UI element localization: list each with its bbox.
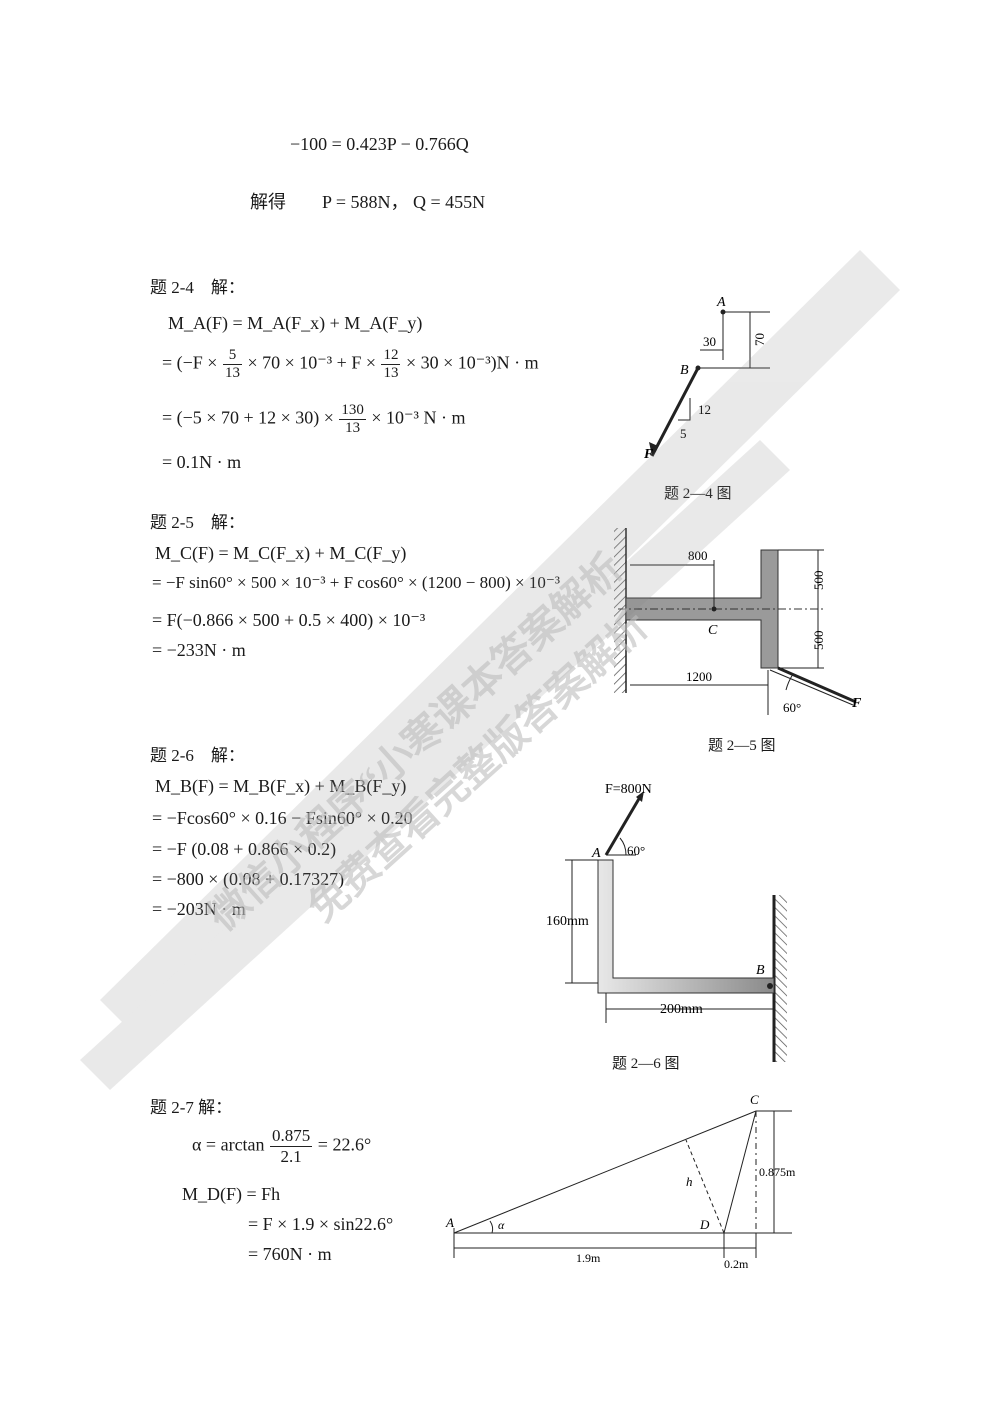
equation-line: = F(−0.866 × 500 + 0.5 × 400) × 10⁻³: [152, 610, 426, 630]
problem-heading: 题 2-7 解：: [150, 1098, 233, 1117]
equation-part: × 30 × 10⁻³)N · m: [405, 352, 539, 373]
equation-part: = 22.6°: [317, 1134, 372, 1155]
angle-label: α: [498, 1218, 505, 1232]
dimension-label: 200mm: [660, 1002, 703, 1017]
equation-part: × 70 × 10⁻³ + F ×: [247, 352, 376, 373]
point-label: A: [591, 846, 601, 861]
dimension-label: 12: [698, 402, 711, 417]
point-label: D: [699, 1217, 710, 1232]
problem-heading: 题 2-4 解：: [150, 278, 245, 297]
figure-caption: 题 2—4 图: [664, 486, 732, 502]
equation-line: = −203N · m: [152, 899, 246, 919]
fraction-numerator: 5: [222, 347, 242, 365]
figure-2-4: A B F 30 70 12 5: [643, 295, 770, 462]
equation-line: M_D(F) = Fh: [182, 1184, 281, 1204]
dimension-label: 5: [680, 426, 687, 441]
force-label: F: [643, 447, 654, 462]
fraction-denominator: 13: [224, 365, 240, 381]
dimension-label: 30: [703, 334, 716, 349]
fraction-denominator: 13: [383, 365, 399, 381]
solve-label: 解得: [250, 192, 286, 212]
dimension-label: 0.2m: [724, 1257, 749, 1271]
equation-part: × 10⁻³ N · m: [371, 407, 466, 428]
fraction-denominator: 2.1: [280, 1147, 302, 1166]
point-label: B: [756, 963, 765, 978]
angle-label: 60°: [783, 700, 801, 715]
force-label: F=800N: [605, 782, 652, 797]
dimension-label: 70: [752, 333, 767, 346]
figure-caption: 题 2—6 图: [612, 1056, 680, 1072]
equation-line: M_B(F) = M_B(F_x) + M_B(F_y): [155, 776, 407, 796]
dimension-label: 160mm: [546, 914, 589, 929]
point-label: C: [708, 623, 718, 638]
point-label: A: [445, 1215, 454, 1230]
solve-result: P = 588N， Q = 455N: [322, 192, 486, 212]
equation-part: = (−5 × 70 + 12 × 30) ×: [162, 407, 334, 428]
equation-line: = 760N · m: [248, 1244, 332, 1264]
figure-2-7: A α D C h 1.9m 0.2m 0.875m: [445, 1092, 796, 1271]
equation-line: = −Fcos60° × 0.16 − Fsin60° × 0.20: [152, 808, 413, 828]
equation-line: M_C(F) = M_C(F_x) + M_C(F_y): [155, 543, 407, 563]
figure-caption: 题 2—5 图: [708, 738, 776, 754]
force-label: F: [851, 696, 862, 711]
equation-line: M_A(F) = M_A(F_x) + M_A(F_y): [168, 313, 423, 333]
equation-line: −100 = 0.423P − 0.766Q: [290, 134, 469, 154]
fraction-denominator: 13: [345, 420, 361, 436]
equation-line: = −800 × (0.08 + 0.17327): [152, 869, 345, 889]
dimension-label: 800: [688, 548, 708, 563]
point-label: C: [750, 1092, 759, 1107]
fraction-numerator: 130: [339, 402, 366, 420]
equation-part: α = arctan: [192, 1134, 265, 1155]
figure-2-5: 800 500 500 C 1200 60° F: [614, 528, 862, 715]
equation-line: = 0.1N · m: [162, 452, 242, 472]
figure-2-6: F=800N A 60° 160mm B 200mm: [546, 782, 787, 1062]
fraction-numerator: 12: [381, 347, 401, 365]
equation-line: = −F sin60° × 500 × 10⁻³ + F cos60° × (1…: [152, 573, 560, 592]
point-label: B: [680, 363, 689, 378]
dimension-label: 500: [811, 631, 826, 651]
length-label: h: [686, 1174, 693, 1189]
equation-line: = −233N · m: [152, 640, 246, 660]
problem-heading: 题 2-5 解：: [150, 513, 245, 532]
dimension-label: 0.875m: [759, 1165, 796, 1179]
equation-part: = (−F ×: [162, 352, 218, 373]
angle-label: 60°: [627, 843, 645, 858]
equation-line: = F × 1.9 × sin22.6°: [248, 1214, 394, 1234]
fraction-numerator: 0.875: [270, 1126, 313, 1147]
dimension-label: 500: [811, 571, 826, 591]
point-label: A: [716, 295, 726, 310]
dimension-label: 1.9m: [576, 1251, 601, 1265]
dimension-label: 1200: [686, 669, 712, 684]
equation-line: = −F (0.08 + 0.866 × 0.2): [152, 839, 337, 859]
problem-heading: 题 2-6 解：: [150, 746, 245, 765]
